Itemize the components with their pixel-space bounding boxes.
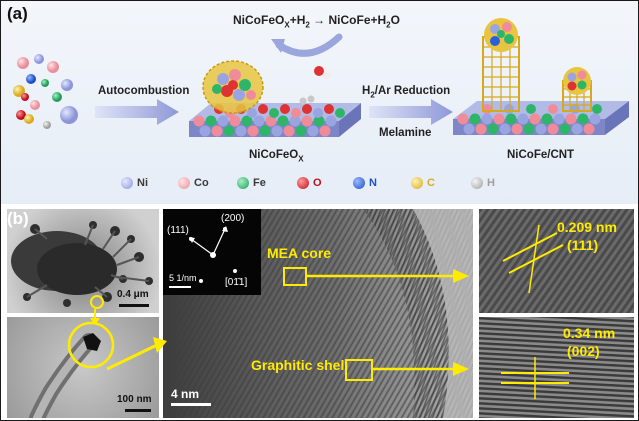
scale-label-top: 0.4 μm xyxy=(117,289,149,300)
legend-c: C xyxy=(411,177,435,189)
step2-label: H2/Ar Reduction xyxy=(362,85,451,100)
scale-bar-bottom xyxy=(125,409,151,412)
lattice-shell-image: 0.34 nm (002) xyxy=(479,317,634,418)
fft-inset: (111) (200) [01̄1] 5 1/nm xyxy=(163,209,261,295)
scale-label-bottom: 100 nm xyxy=(117,394,152,405)
reaction-curve-arrow xyxy=(271,33,343,57)
plane-111-label: (111) xyxy=(567,237,599,253)
fft-scale-label: 5 1/nm xyxy=(169,273,197,283)
spacing-111-label: 0.209 nm xyxy=(557,219,617,235)
panel-b: (b) 0.4 μm xyxy=(1,205,638,420)
step2-arrow xyxy=(369,99,453,125)
precursor-atoms xyxy=(13,54,78,129)
panel-b-label: (b) xyxy=(7,209,29,228)
zoom-arrow-right xyxy=(106,337,167,371)
scale-center-group: 4 nm xyxy=(171,387,211,406)
step1-label: Autocombustion xyxy=(98,85,190,97)
step2-sublabel: Melamine xyxy=(379,127,432,139)
fft-spot-111: (111) xyxy=(167,225,189,236)
nicofe-cnt-surface xyxy=(453,18,629,135)
legend-ni: Ni xyxy=(121,177,148,189)
legend-h: H xyxy=(471,177,495,189)
zoom-arrow-down xyxy=(90,309,100,325)
step1-arrow xyxy=(95,99,179,125)
callout-arrows xyxy=(307,269,469,376)
spacing-002-label: 0.34 nm xyxy=(563,325,616,341)
legend-n: N xyxy=(353,177,377,189)
panel-a-label: (a) xyxy=(7,4,28,23)
hrtem-image: (111) (200) [01̄1] 5 1/nm MEA core Graph… xyxy=(163,209,473,418)
reaction-equation: NiCoFeOX+H2 → NiCoFe+H2O xyxy=(233,13,400,30)
mea-core-box xyxy=(283,267,307,286)
scale-label-center: 4 nm xyxy=(171,387,200,401)
nicofeox-surface xyxy=(189,60,361,137)
fft-scale-bar xyxy=(169,286,191,288)
legend-o: O xyxy=(297,177,322,189)
legend-fe: Fe xyxy=(237,177,266,189)
legend-co: Co xyxy=(178,177,209,189)
fft-spot-200: (200) xyxy=(221,213,245,224)
product1-label: NiCoFeOX xyxy=(249,149,304,164)
tem-overview-image: 0.4 μm xyxy=(7,209,159,313)
fft-zone-axis: [01̄1] xyxy=(225,277,248,288)
tem-single-tube-image: 100 nm xyxy=(7,317,159,418)
panel-a: (a) xyxy=(1,1,638,204)
scale-bar-center xyxy=(171,403,211,406)
plane-002-label: (002) xyxy=(567,343,600,359)
scale-bar-top xyxy=(119,304,149,307)
product2-label: NiCoFe/CNT xyxy=(507,149,575,161)
lattice-core-image: 0.209 nm (111) xyxy=(479,209,634,313)
mea-core-label: MEA core xyxy=(267,245,332,261)
graphitic-shell-label: Graphitic shell xyxy=(251,357,349,373)
